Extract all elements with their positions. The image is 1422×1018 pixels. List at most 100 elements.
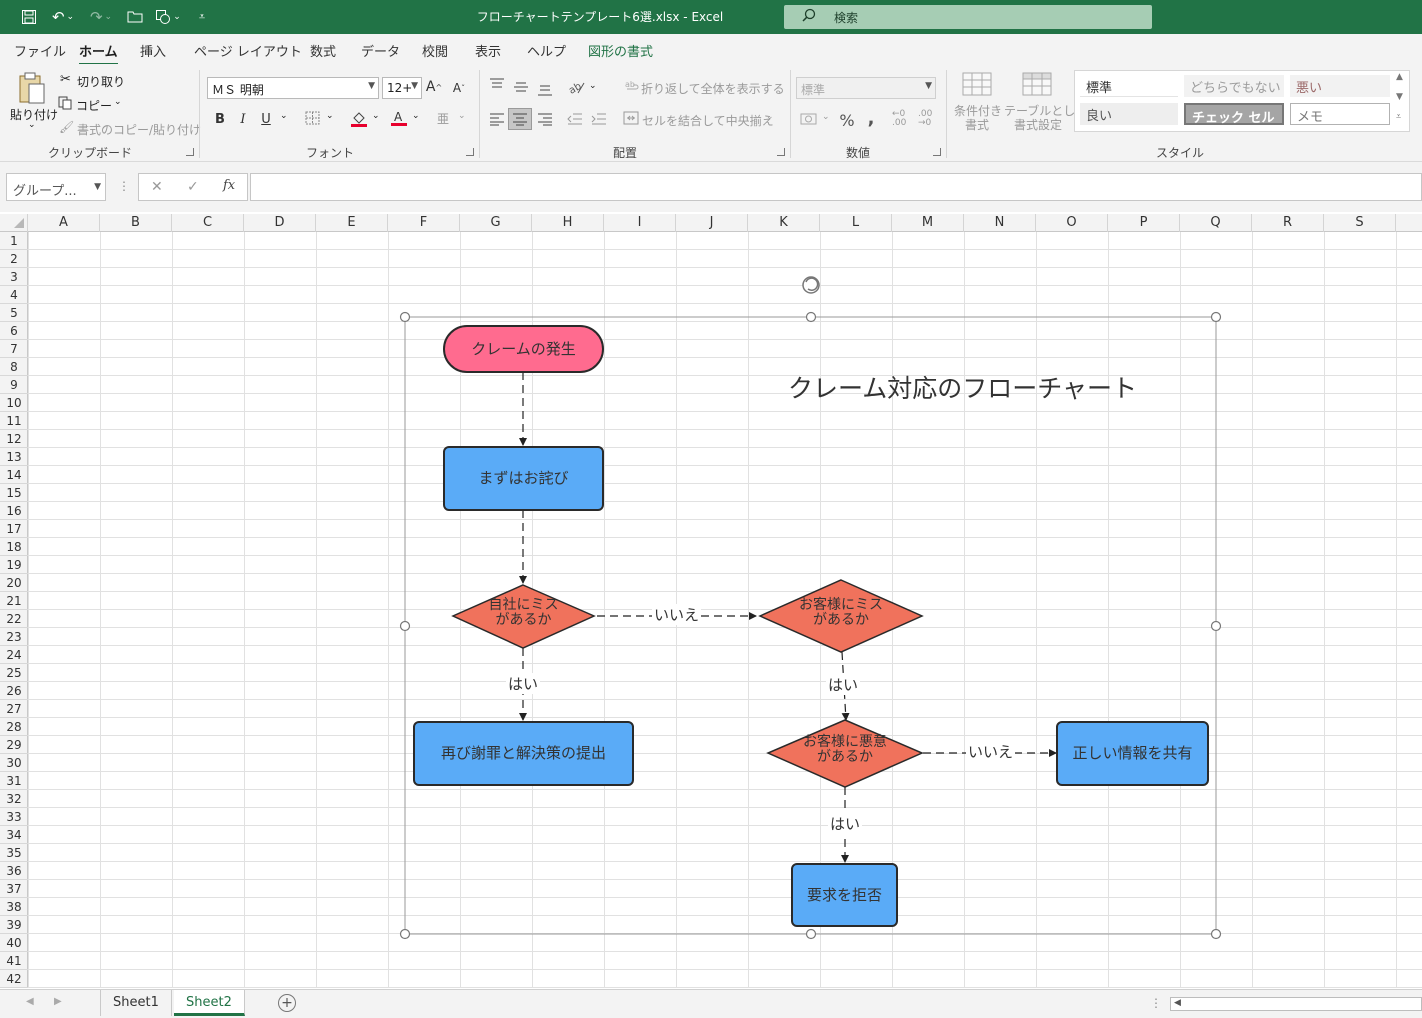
paste-dropdown-icon[interactable]: ⌄ — [28, 120, 36, 130]
search-box[interactable]: 検索 — [784, 5, 1152, 29]
row-header[interactable]: 30 — [0, 754, 28, 772]
connector-arrow[interactable] — [841, 651, 850, 721]
number-launcher-icon[interactable] — [933, 148, 941, 156]
font-color-icon[interactable]: A — [390, 109, 408, 130]
select-all-corner[interactable] — [0, 214, 28, 232]
row-header[interactable]: 41 — [0, 952, 28, 970]
align-center-icon[interactable] — [508, 108, 532, 130]
borders-dropdown-icon[interactable]: ⌄ — [326, 111, 334, 121]
row-header[interactable]: 40 — [0, 934, 28, 952]
column-header[interactable]: E — [316, 214, 388, 232]
start-terminator-shape[interactable] — [443, 325, 604, 373]
column-header[interactable]: B — [100, 214, 172, 232]
tab-help[interactable]: ヘルプ — [527, 45, 567, 60]
scroll-left-icon[interactable]: ◀ — [26, 996, 34, 1007]
copy-dropdown-icon[interactable]: ⌄ — [114, 97, 122, 107]
process-shape-reapology[interactable] — [413, 721, 634, 786]
column-header[interactable]: A — [28, 214, 100, 232]
row-header[interactable]: 21 — [0, 592, 28, 610]
grow-font-button[interactable]: A^ — [425, 79, 443, 95]
format-as-table-button[interactable]: テーブルとして 書式設定 — [1004, 104, 1087, 132]
process-shape-refuse[interactable] — [791, 863, 898, 927]
style-note[interactable]: メモ — [1290, 103, 1390, 125]
decision-shape-customer-mistake[interactable] — [758, 579, 924, 653]
wrap-text-button[interactable]: 折り返して全体を表示する — [641, 82, 785, 96]
row-header[interactable]: 38 — [0, 898, 28, 916]
row-header[interactable]: 14 — [0, 466, 28, 484]
align-left-icon[interactable] — [489, 112, 505, 129]
phonetic-icon[interactable]: 亜 — [437, 112, 450, 126]
save-icon[interactable] — [18, 5, 40, 29]
insert-function-icon[interactable]: fx — [223, 178, 236, 193]
scroll-right-icon[interactable]: ▶ — [54, 996, 62, 1007]
row-header[interactable]: 20 — [0, 574, 28, 592]
gallery-up-icon[interactable]: ▲ — [1396, 72, 1403, 82]
font-color-dropdown-icon[interactable]: ⌄ — [412, 111, 420, 121]
column-header[interactable]: F — [388, 214, 460, 232]
row-header[interactable]: 33 — [0, 808, 28, 826]
row-header[interactable]: 13 — [0, 448, 28, 466]
format-painter-button[interactable]: 書式のコピー/貼り付け — [77, 123, 202, 137]
row-header[interactable]: 26 — [0, 682, 28, 700]
font-launcher-icon[interactable] — [466, 148, 474, 156]
accounting-format-icon[interactable] — [800, 112, 818, 129]
row-header[interactable]: 22 — [0, 610, 28, 628]
row-header[interactable]: 9 — [0, 376, 28, 394]
column-header[interactable]: D — [244, 214, 316, 232]
row-header[interactable]: 12 — [0, 430, 28, 448]
column-header[interactable]: I — [604, 214, 676, 232]
tab-file[interactable]: ファイル — [14, 45, 67, 60]
resize-handle[interactable] — [1210, 311, 1222, 323]
row-header[interactable]: 8 — [0, 358, 28, 376]
align-bottom-icon[interactable] — [537, 82, 553, 99]
number-format-select[interactable]: 標準 ▼ — [796, 77, 936, 99]
paste-button[interactable]: 貼り付け — [10, 108, 59, 122]
process-shape-share-info[interactable] — [1056, 721, 1209, 786]
borders-icon[interactable] — [305, 111, 321, 128]
row-header[interactable]: 10 — [0, 394, 28, 412]
scroll-left-icon[interactable]: ◀ — [1174, 998, 1181, 1008]
row-header[interactable]: 3 — [0, 268, 28, 286]
style-neutral[interactable]: どちらでもない — [1184, 75, 1284, 97]
resize-handle[interactable] — [399, 620, 411, 632]
row-header[interactable]: 15 — [0, 484, 28, 502]
formula-input[interactable] — [250, 173, 1422, 201]
column-header[interactable]: Q — [1180, 214, 1252, 232]
tab-formulas[interactable]: 数式 — [310, 45, 337, 60]
column-header[interactable]: H — [532, 214, 604, 232]
column-header[interactable]: O — [1036, 214, 1108, 232]
accounting-dropdown-icon[interactable]: ⌄ — [822, 112, 830, 122]
flowchart-title[interactable]: クレーム対応のフローチャート — [788, 374, 1138, 403]
tab-page-layout[interactable]: ページ レイアウト — [194, 45, 302, 60]
enter-icon[interactable]: ✓ — [187, 179, 199, 195]
shapes-icon[interactable]: ⌄ — [152, 5, 184, 29]
horizontal-scrollbar[interactable]: ◀ — [1170, 997, 1422, 1011]
row-header[interactable]: 7 — [0, 340, 28, 358]
gallery-more-icon[interactable]: ⩡ — [1396, 112, 1402, 122]
column-header[interactable]: C — [172, 214, 244, 232]
comma-button[interactable]: , — [867, 107, 875, 129]
resize-handle[interactable] — [1210, 620, 1222, 632]
text-orientation-icon[interactable]: ab — [567, 79, 586, 98]
font-size-select[interactable]: 12+ ▼ — [382, 77, 422, 99]
row-header[interactable]: 23 — [0, 628, 28, 646]
tab-shape-format[interactable]: 図形の書式 — [588, 45, 654, 60]
resize-handle[interactable] — [399, 928, 411, 940]
style-bad[interactable]: 悪い — [1290, 75, 1390, 97]
align-top-icon[interactable] — [489, 78, 505, 95]
underline-dropdown-icon[interactable]: ⌄ — [280, 111, 288, 121]
row-header[interactable]: 11 — [0, 412, 28, 430]
paste-icon[interactable] — [14, 70, 50, 106]
style-normal[interactable]: 標準 — [1080, 75, 1178, 97]
tab-view[interactable]: 表示 — [475, 45, 502, 60]
merge-dropdown-icon[interactable]: ⌄ — [766, 112, 774, 122]
sheet-tab-sheet2[interactable]: Sheet2 — [174, 990, 245, 1016]
cut-button[interactable]: 切り取り — [77, 75, 126, 89]
resize-handle[interactable] — [399, 311, 411, 323]
row-header[interactable]: 1 — [0, 232, 28, 250]
row-header[interactable]: 19 — [0, 556, 28, 574]
column-header[interactable]: K — [748, 214, 820, 232]
row-header[interactable]: 37 — [0, 880, 28, 898]
align-middle-icon[interactable] — [513, 80, 529, 97]
